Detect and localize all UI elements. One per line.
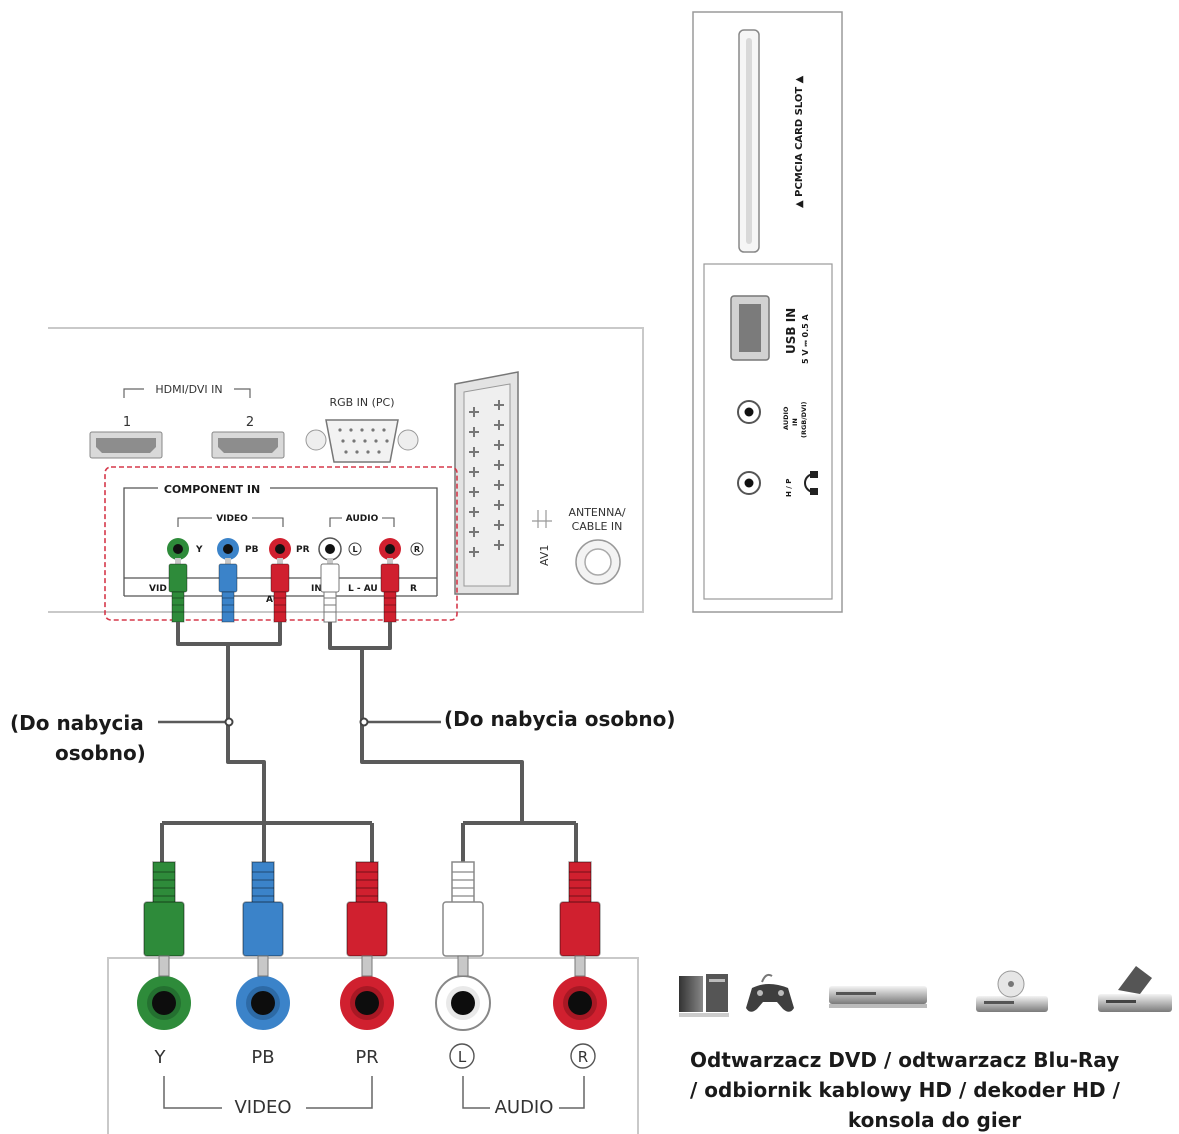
devices-caption-line2: / odbiornik kablowy HD / dekoder HD / [690,1078,1120,1102]
strip-l-audio-label: L - AU [348,584,378,594]
headphone-jack[interactable] [737,471,761,495]
dvd-player-icon [829,986,927,1008]
usb-rating-label: 5 V ⎓ 0.5 A [801,314,810,364]
hdmi-port-2[interactable] [211,431,285,459]
tv-rear-panel: HDMI/DVI IN 1 2 RGB IN (PC) [48,327,644,623]
tv-jack-y-label: Y [195,545,203,555]
game-controller-icon [746,973,794,1012]
rgb-in-port[interactable] [305,419,419,463]
antenna-label-line1: ANTENNA/ [568,506,625,519]
tv-jack-l-label: L [352,545,357,554]
device-jack-pb[interactable] [236,976,290,1030]
hdmi-port-2-label: 2 [246,415,254,430]
pcmcia-label: ▲ PCMCIA CARD SLOT ▲ [794,75,805,208]
hp-label: H / P [785,479,793,497]
device-plug-l [442,861,484,977]
tv-plug-pb [218,558,238,623]
component-audio-label: AUDIO [346,514,379,524]
device-jack-l[interactable] [435,975,491,1031]
strip-in-label: IN [311,584,322,594]
device-jack-y-label: Y [154,1047,167,1068]
device-jack-pr-label: PR [355,1047,378,1068]
tv-plug-l [320,558,340,623]
audio-in-label-line1: AUDIO [782,406,790,430]
tv-jack-y[interactable] [167,538,189,560]
headphone-icon [804,471,818,495]
component-in-label: COMPONENT IN [164,483,260,496]
device-plugs [143,861,601,977]
device-video-label: VIDEO [234,1097,291,1118]
tv-jack-r-label: R [414,545,420,554]
device-jack-r-label: R [578,1048,588,1066]
component-highlight [104,466,458,621]
hdmi-group-label: HDMI/DVI IN [155,383,222,396]
av1-label: AV1 [538,545,551,566]
device-plug-r [559,861,601,977]
device-jack-pr[interactable] [340,976,394,1030]
tv-plug-y [168,558,188,623]
tv-plugs [168,558,400,623]
device-plug-pb [242,861,284,977]
hdmi-port-1[interactable] [89,431,163,459]
usb-in-label: USB IN [784,308,798,354]
hdmi-port-1-label: 1 [123,415,131,430]
cable-note-right: (Do nabycia osobno) [444,707,676,731]
av1-arrow-icon [532,510,552,528]
strip-vid-label: VID [149,584,167,594]
computer-icon [679,974,729,1017]
set-top-box-icon [1098,966,1172,1012]
side-panel: ▲ PCMCIA CARD SLOT ▲ USB IN 5 V ⎓ 0.5 A … [692,11,843,613]
device-jack-pb-label: PB [251,1047,274,1068]
device-plug-y [143,861,185,977]
audio-in-label-line3: (RGB/DVI) [800,402,808,438]
device-audio-label: AUDIO [495,1097,554,1118]
tv-jack-r[interactable] [379,538,401,560]
audio-in-label-line2: IN [791,418,799,426]
tv-plug-pr [270,558,290,623]
cable-note-left-line1: (Do nabycia [10,711,144,735]
scart-av1-port[interactable] [454,371,519,595]
antenna-port[interactable] [575,539,621,585]
tv-jack-l[interactable] [318,537,342,561]
tv-jack-pr[interactable] [269,538,291,560]
device-icons [679,966,1172,1017]
component-video-label: VIDEO [216,514,248,524]
device-jack-l-label: L [458,1048,467,1066]
devices-caption-line1: Odtwarzacz DVD / odtwarzacz Blu-Ray [690,1048,1120,1072]
device-plug-pr [346,861,388,977]
audio-in-rgb-dvi-jack[interactable] [737,400,761,424]
tv-plug-r [380,558,400,623]
usb-in-port[interactable] [730,295,770,361]
strip-r-label: R [410,584,417,594]
pcmcia-card-slot[interactable] [738,29,760,253]
device-jack-y[interactable] [137,976,191,1030]
strip-au-label: AU [266,595,280,605]
devices-caption-line3: konsola do gier [847,1108,1022,1132]
antenna-label-line2: CABLE IN [572,520,623,533]
device-jack-r[interactable] [553,976,607,1030]
tv-jack-pb-label: PB [245,545,259,555]
rgb-in-label: RGB IN (PC) [329,396,394,409]
tv-jack-pb[interactable] [217,538,239,560]
device-panel: Y PB PR L R VIDEO AUDIO [107,861,639,1134]
cable-note-left-line2: osobno) [55,741,146,765]
blu-ray-player-icon [976,970,1048,1012]
cables [158,622,578,865]
tv-jack-pr-label: PR [296,545,310,555]
